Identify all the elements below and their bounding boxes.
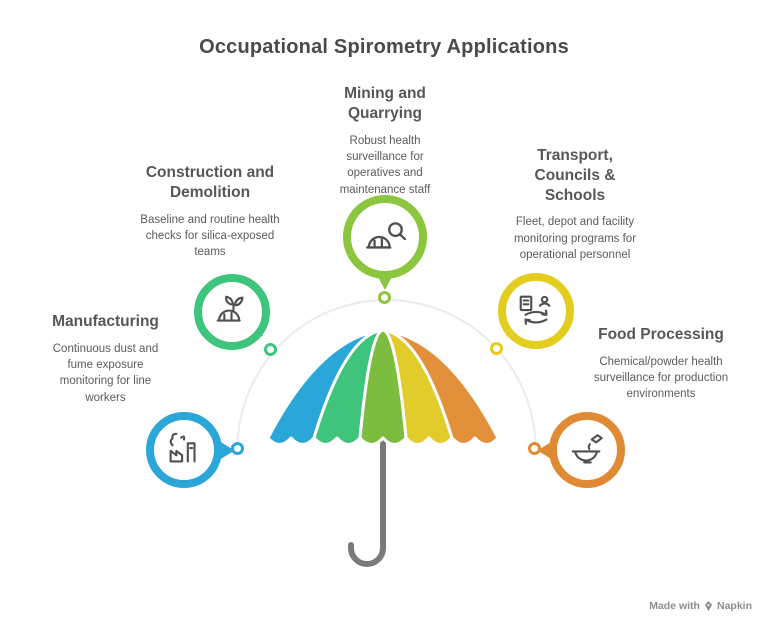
fleet-transfer-icon xyxy=(519,295,551,325)
arc-dot-construction xyxy=(264,343,277,356)
watermark-brand: Napkin xyxy=(716,600,752,612)
hard-hat-magnifier-icon xyxy=(366,222,407,249)
section-food: Food Processing Chemical/powder health s… xyxy=(566,325,756,403)
pen-nib-icon xyxy=(704,600,713,611)
badge-manufacturing xyxy=(146,412,222,488)
section-body: Chemical/powder health surveillance for … xyxy=(593,355,729,401)
section-manufacturing: Manufacturing Continuous dust and fume e… xyxy=(18,312,193,406)
factory-icon xyxy=(169,432,196,463)
badge-mining xyxy=(343,195,427,279)
section-heading: Manufacturing xyxy=(52,313,159,330)
umbrella-canopy xyxy=(266,328,500,446)
arc-dot-mining xyxy=(378,291,391,304)
section-transport: Transport, Councils & Schools Fleet, dep… xyxy=(495,146,655,263)
watermark-made-with: Made with xyxy=(649,600,700,612)
section-construction: Construction and Demolition Baseline and… xyxy=(115,163,305,261)
section-mining: Mining and Quarrying Robust health surve… xyxy=(310,84,460,198)
section-body: Continuous dust and fume exposure monito… xyxy=(52,342,159,404)
badge-construction xyxy=(194,274,270,350)
page-title: Occupational Spirometry Applications xyxy=(199,36,569,58)
arc-dot-manufacturing xyxy=(231,442,244,455)
section-body: Baseline and routine health checks for s… xyxy=(140,213,280,259)
section-heading: Food Processing xyxy=(598,326,724,343)
section-body: Robust health surveillance for operative… xyxy=(339,134,431,196)
section-heading: Construction and Demolition xyxy=(145,164,275,201)
hard-hat-plant-icon xyxy=(216,295,244,322)
umbrella-panel-orange xyxy=(381,328,500,446)
arc-dot-transport xyxy=(490,342,503,355)
section-heading: Mining and Quarrying xyxy=(344,85,426,122)
bowl-pour-icon xyxy=(571,434,603,464)
arc-dot-food xyxy=(528,442,541,455)
watermark: Made with Napkin xyxy=(649,600,752,612)
umbrella-pole xyxy=(348,331,386,567)
badge-transport xyxy=(498,273,574,349)
section-heading: Transport, Councils & Schools xyxy=(534,147,616,204)
badge-food xyxy=(549,412,625,488)
section-body: Fleet, depot and facility monitoring pro… xyxy=(513,216,637,262)
